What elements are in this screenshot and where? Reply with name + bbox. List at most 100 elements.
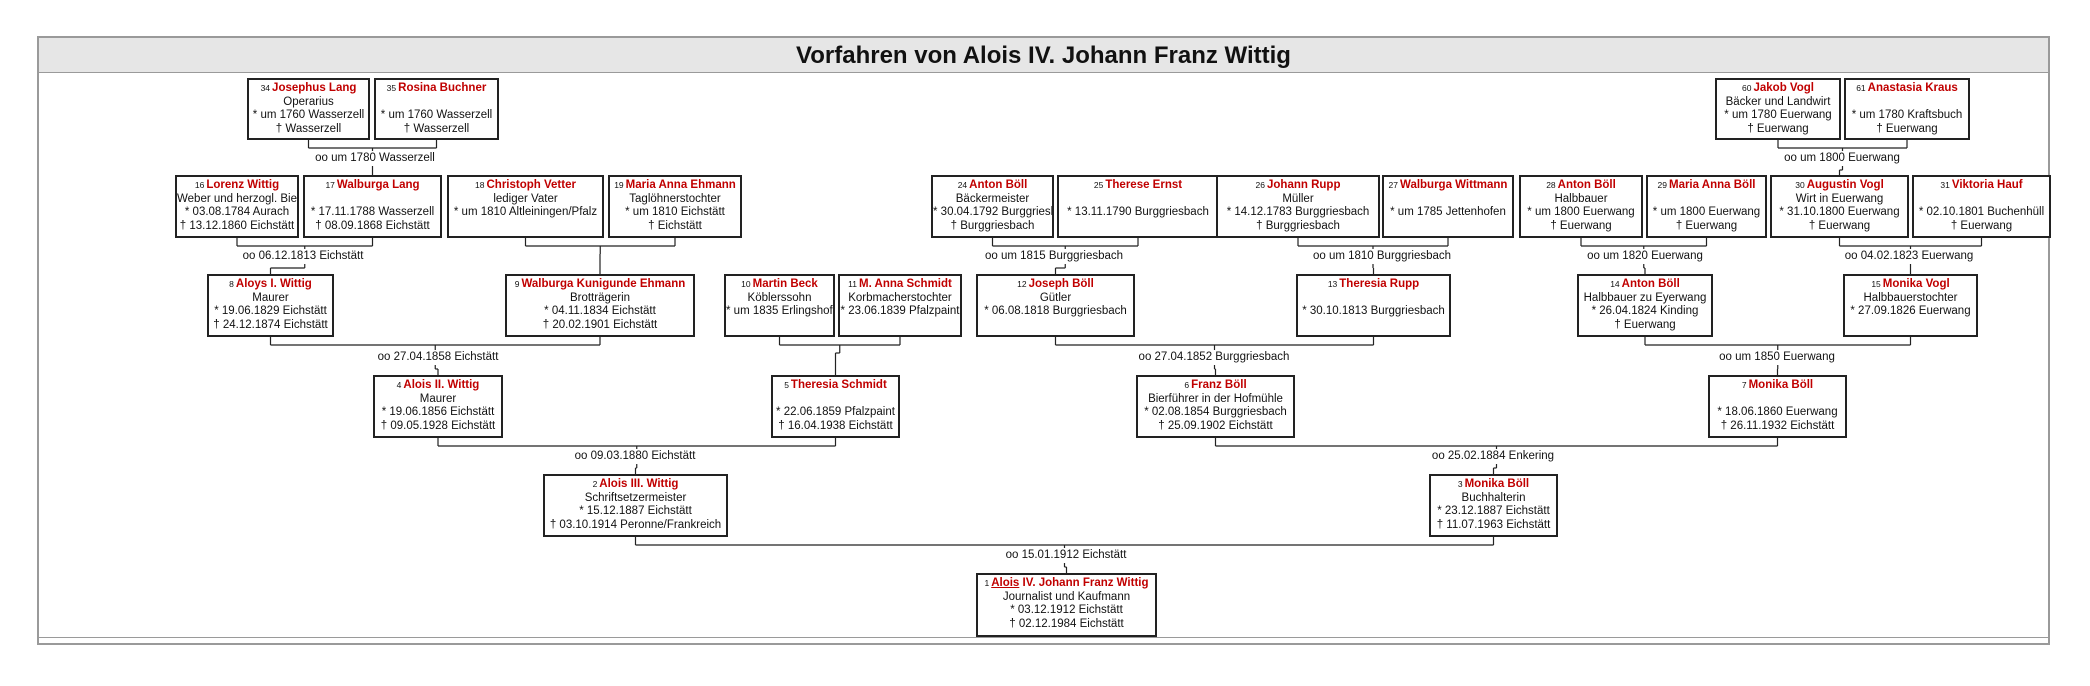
person-name[interactable]: Theresia Schmidt (790, 379, 887, 391)
person-name[interactable]: Josephus Lang (272, 82, 357, 94)
person-detail: † Euerwang (1614, 318, 1676, 331)
person-number: 1 (984, 578, 990, 588)
person-detail: Taglöhnerstochter (629, 192, 721, 205)
person-detail: * 26.04.1824 Kinding (1591, 305, 1699, 317)
person-name[interactable]: Franz Böll (1191, 379, 1247, 391)
person-detail: † 08.09.1868 Eichstätt (315, 219, 430, 232)
person-detail: † 20.02.1901 Eichstätt (542, 318, 658, 331)
person-number: 24 (957, 180, 968, 190)
person-name[interactable]: Christoph Vetter (486, 179, 576, 191)
person-number: 27 (1388, 180, 1399, 190)
person-name[interactable]: Walburga Lang (336, 179, 420, 191)
person-name[interactable]: M. Anna Schmidt (858, 278, 952, 290)
person-name[interactable]: Anton Böll (1557, 179, 1616, 191)
person-name[interactable]: Alois III. Wittig (599, 478, 679, 490)
person-detail: † 02.12.1984 Eichstätt (1009, 617, 1124, 630)
person-name[interactable]: Joseph Böll (1028, 278, 1094, 290)
person-name[interactable]: Maria Anna Ehmann (625, 179, 736, 191)
person-number: 61 (1856, 83, 1866, 93)
person-name: IV. Johann Franz Wittig (1022, 577, 1149, 589)
person-number: 26 (1255, 180, 1265, 190)
person-detail (1648, 193, 1765, 207)
person-number: 28 (1546, 180, 1556, 190)
person-detail: Maurer (252, 291, 289, 304)
person-detail: Korbmacherstochter (848, 291, 952, 304)
person-detail: Brotträgerin (569, 291, 631, 304)
person-name[interactable]: Theresia Rupp (1339, 278, 1420, 290)
person-name[interactable]: Rosina Buchner (398, 82, 487, 94)
person-name[interactable]: Anton Böll (1621, 278, 1680, 290)
person-number: 31 (1940, 180, 1950, 190)
person-name[interactable]: Alois II. Wittig (403, 379, 480, 391)
person-detail (1710, 393, 1845, 407)
person-name[interactable]: Monika Böll (1748, 379, 1814, 391)
person-detail: † Euerwang (1747, 122, 1809, 135)
person-detail: † Euerwang (1675, 219, 1738, 232)
person-name[interactable]: Augustin Vogl (1806, 179, 1884, 191)
person-name[interactable]: Johann Rupp (1267, 179, 1341, 191)
person-detail (305, 193, 440, 207)
person-name[interactable]: Monika Vogl (1882, 278, 1950, 290)
person-number: 7 (1741, 380, 1747, 390)
person-name[interactable]: Lorenz Wittig (206, 179, 280, 191)
person-name[interactable]: Anton Böll (969, 179, 1028, 191)
person-number: 9 (514, 279, 520, 289)
page-title: Vorfahren von Alois IV. Johann Franz Wit… (39, 38, 2048, 73)
person-name[interactable]: Jakob Vogl (1753, 82, 1814, 94)
person-number: 10 (741, 279, 751, 289)
person-name[interactable]: Walburga Wittmann (1400, 179, 1508, 191)
marriage-label: oo um 1815 Burggriesbach (982, 249, 1126, 263)
person-detail: * um 1800 Euerwang (1527, 206, 1635, 218)
person-name[interactable]: Anastasia Kraus (1867, 82, 1958, 94)
person-name[interactable]: Walburga Kunigunde Ehmann (521, 278, 686, 290)
person-name[interactable]: Therese Ernst (1105, 179, 1183, 191)
person-name[interactable]: Aloys I. Wittig (235, 278, 312, 290)
marriage-label: oo 06.12.1813 Eichstätt (240, 249, 366, 263)
person-detail: * 30.04.1792 Burggriesbach (933, 206, 1052, 218)
person-detail: * 02.08.1854 Burggriesbach (1144, 406, 1287, 418)
person-detail (1384, 193, 1512, 207)
person-detail: † 11.07.1963 Eichstätt (1436, 518, 1551, 531)
person-name[interactable]: Viktoria Hauf (1951, 179, 2023, 191)
person-name[interactable]: Maria Anna Böll (1668, 179, 1756, 191)
person-detail: Buchhalterin (1461, 491, 1526, 504)
person-number: 6 (1184, 380, 1190, 390)
person-name[interactable]: Martin Beck (752, 278, 818, 290)
person-detail: † Euerwang (1876, 122, 1938, 135)
person-detail (1914, 193, 2049, 207)
person-name-link[interactable]: Alois (991, 577, 1020, 589)
person-name[interactable]: Monika Böll (1464, 478, 1530, 490)
person-detail: * 14.12.1783 Burggriesbach (1226, 206, 1370, 218)
